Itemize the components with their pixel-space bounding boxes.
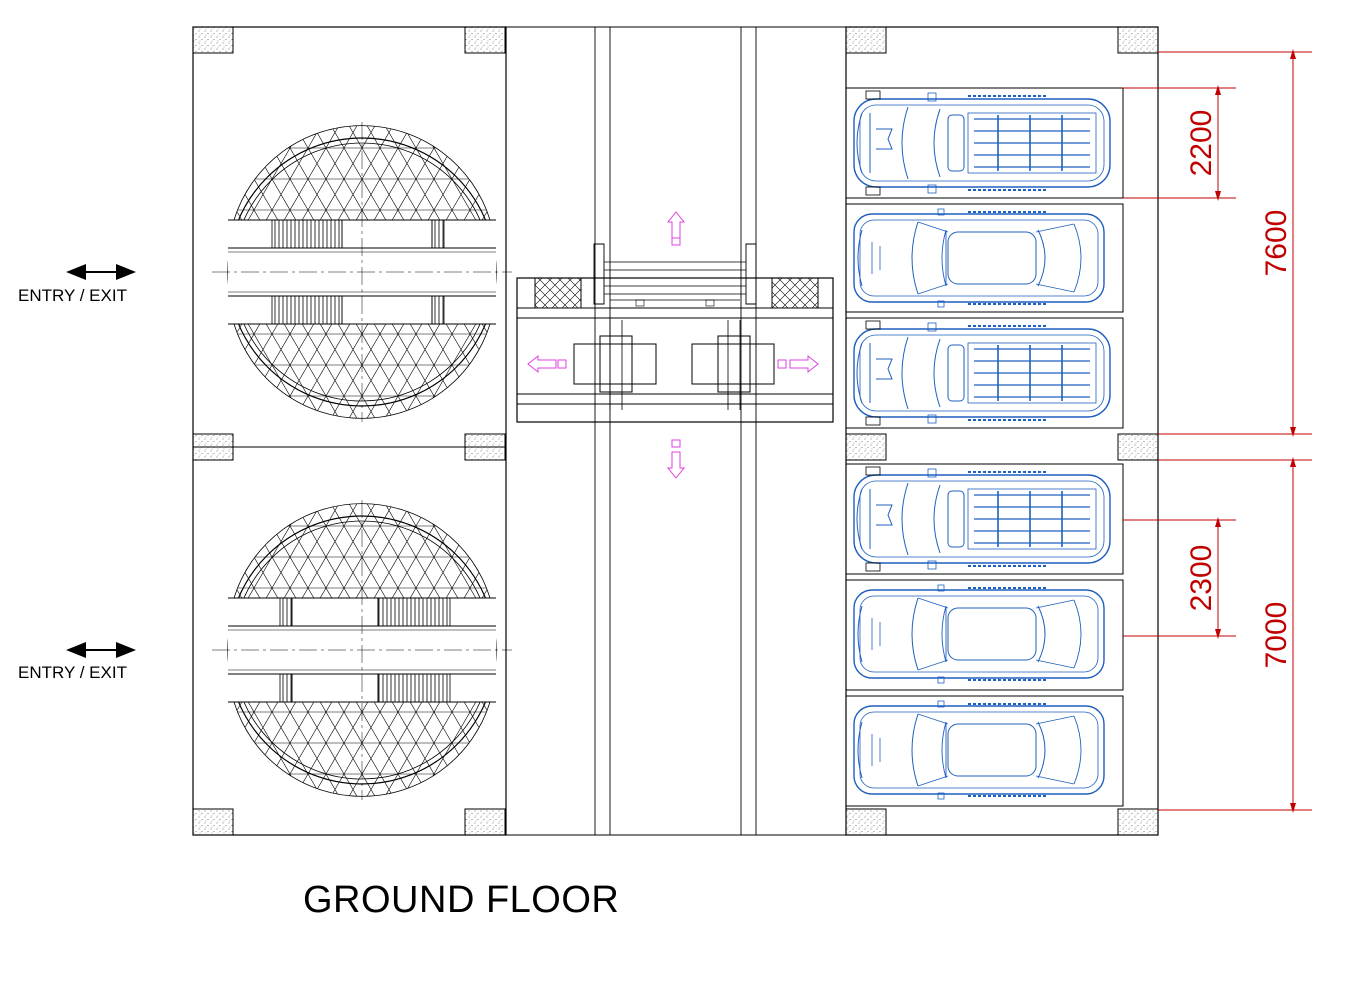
dimension-upper-overall: 7600 xyxy=(1260,210,1293,277)
entry-exit-label: ENTRY / EXIT xyxy=(18,663,127,682)
dimension-lines xyxy=(1123,49,1312,813)
turntable-upper xyxy=(211,121,513,423)
dimension-labels: 7600 2200 7000 2300 xyxy=(1185,110,1293,669)
vehicle-suv xyxy=(853,466,1111,572)
vehicle-sedan xyxy=(853,208,1105,308)
dimension-lower-overall: 7000 xyxy=(1260,602,1293,669)
dimension-upper-bay: 2200 xyxy=(1185,110,1218,177)
vehicle-suv xyxy=(853,320,1111,426)
lift-platform xyxy=(516,243,834,423)
turntable-lower xyxy=(211,499,513,801)
vehicle-sedan xyxy=(853,584,1105,684)
entry-exit-label: ENTRY / EXIT xyxy=(18,286,127,305)
structural-columns xyxy=(192,26,1159,836)
vehicle-sedan xyxy=(853,700,1105,800)
lift-aisle xyxy=(505,26,847,836)
parking-bays xyxy=(845,87,1124,807)
movement-arrows xyxy=(527,211,819,479)
vehicle-suv xyxy=(853,90,1111,196)
dimension-lower-bay: 2300 xyxy=(1185,545,1218,612)
drawing-title: GROUND FLOOR xyxy=(303,879,620,921)
parking-block xyxy=(845,26,1159,836)
